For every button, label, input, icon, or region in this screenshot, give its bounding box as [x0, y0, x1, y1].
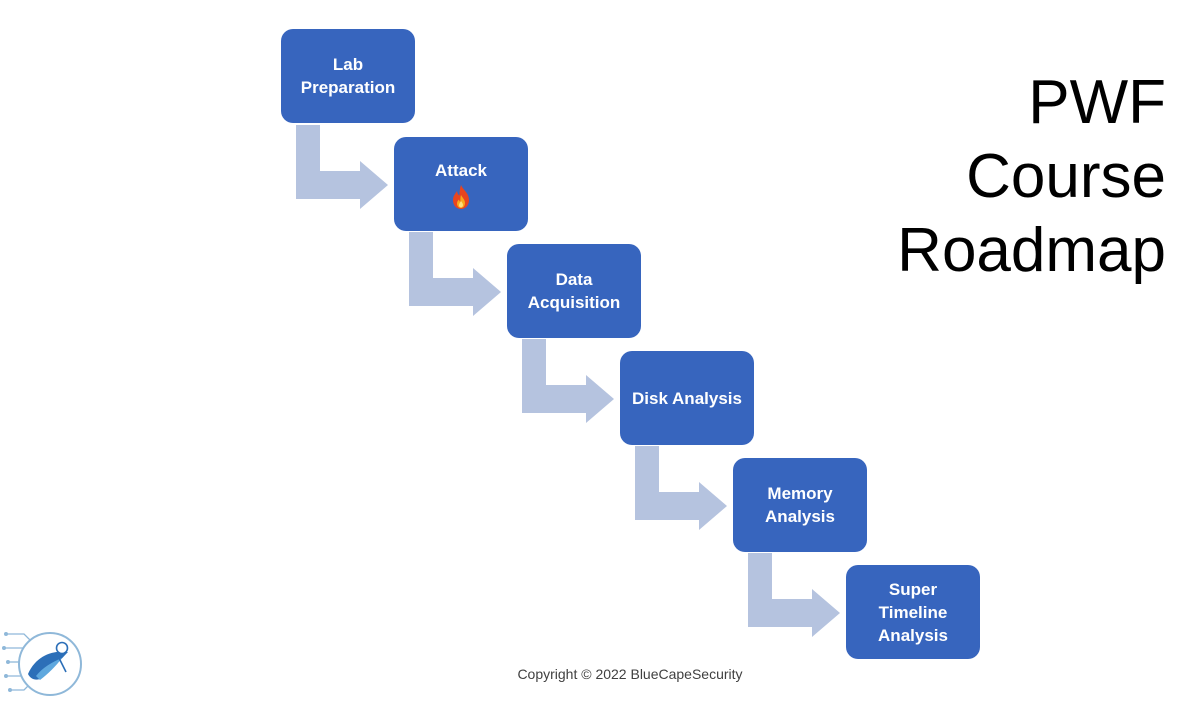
fire-icon: [453, 184, 469, 209]
step-lab-preparation: Lab Preparation: [281, 29, 415, 123]
step-label: Attack: [435, 160, 487, 180]
connector-arrow: [522, 339, 614, 423]
page-title: PWF Course Roadmap: [897, 66, 1166, 288]
bluecape-logo-icon: [2, 632, 82, 696]
step-label: Super Timeline Analysis: [878, 579, 948, 645]
connector-arrow: [296, 125, 388, 209]
step-label: Data Acquisition: [527, 270, 621, 312]
title-line: Course: [966, 142, 1166, 211]
step-data-acquisition: Data Acquisition: [507, 244, 641, 338]
title-line: Roadmap: [897, 216, 1166, 285]
step-memory-analysis: Memory Analysis: [733, 458, 867, 552]
step-attack: Attack: [394, 137, 528, 231]
step-label: Memory Analysis: [765, 484, 835, 526]
connector-arrow: [409, 232, 501, 316]
connector-arrow: [748, 553, 840, 637]
title-line: PWF: [1028, 68, 1166, 137]
step-label: Lab Preparation: [300, 55, 396, 97]
step-disk-analysis: Disk Analysis: [620, 351, 754, 445]
step-super-timeline-analysis: Super Timeline Analysis: [846, 565, 980, 659]
step-label: Disk Analysis: [632, 388, 742, 408]
connector-arrow: [635, 446, 727, 530]
copyright-text: Copyright © 2022 BlueCapeSecurity: [517, 666, 743, 682]
